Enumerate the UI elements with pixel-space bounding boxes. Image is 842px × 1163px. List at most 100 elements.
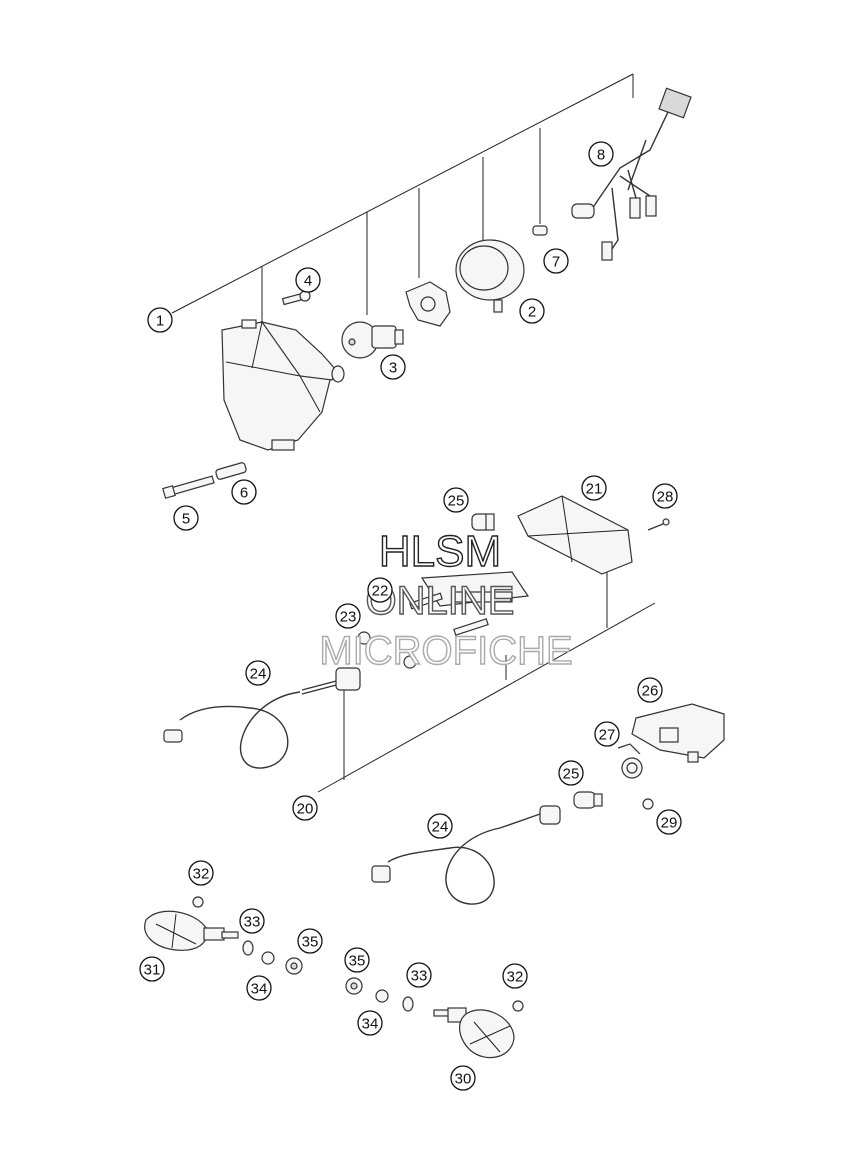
- screw-32b: [512, 1000, 524, 1012]
- callout-number: 5: [182, 511, 190, 528]
- callout-circle: [147, 307, 173, 333]
- tail-light-bracket: [409, 571, 530, 636]
- callout-number: 3: [389, 360, 397, 377]
- callout-number: 23: [340, 609, 357, 626]
- lamp-holder-27: [617, 743, 643, 779]
- callout-c25b: 25: [558, 760, 584, 786]
- bulb-25b: [573, 791, 603, 809]
- screw-32a: [192, 896, 204, 908]
- callout-c26: 26: [637, 677, 663, 703]
- callout-c33b: 33: [406, 962, 432, 988]
- parking-bulb: [532, 225, 548, 236]
- nut-23: [357, 631, 417, 669]
- cotter-pin: [647, 518, 670, 531]
- callout-circle: [239, 908, 265, 934]
- watermark-line-1: HLSM: [379, 527, 501, 576]
- bulb-retainer: [405, 281, 451, 327]
- callout-circle: [139, 956, 165, 982]
- callout-circle: [652, 483, 678, 509]
- callout-number: 34: [362, 1016, 379, 1033]
- callout-circle: [380, 354, 406, 380]
- callout-labels: 1234567820212223242425252627282930313232…: [139, 141, 682, 1091]
- callout-circle: [335, 603, 361, 629]
- callout-number: 29: [661, 815, 678, 832]
- callout-c5: 5: [173, 505, 199, 531]
- callout-c2: 2: [519, 298, 545, 324]
- callout-c35b: 35: [344, 947, 370, 973]
- callout-c35a: 35: [297, 928, 323, 954]
- callout-number: 34: [251, 981, 268, 998]
- callout-number: 32: [193, 866, 210, 883]
- callout-number: 35: [349, 953, 366, 970]
- callout-circle: [231, 479, 257, 505]
- callout-number: 33: [411, 968, 428, 985]
- callout-c30: 30: [450, 1065, 476, 1091]
- callout-number: 25: [563, 766, 580, 783]
- spacer-6: [215, 462, 247, 480]
- callout-circle: [558, 760, 584, 786]
- callout-number: 30: [455, 1071, 472, 1088]
- callout-number: 6: [240, 485, 248, 502]
- callout-number: 25: [448, 493, 465, 510]
- washers-left: [242, 940, 303, 975]
- bolt-5: [162, 475, 215, 499]
- callout-circle: [173, 505, 199, 531]
- callout-c25a: 25: [443, 487, 469, 513]
- callout-circle: [357, 1010, 383, 1036]
- callout-circle: [367, 577, 393, 603]
- watermark-line-3: MICROFICHE: [319, 629, 572, 673]
- callout-number: 24: [250, 666, 267, 683]
- screw-29: [642, 798, 654, 810]
- callout-circle: [502, 963, 528, 989]
- callout-c34a: 34: [246, 975, 272, 1001]
- callout-c31: 31: [139, 956, 165, 982]
- callout-circle: [292, 795, 318, 821]
- callout-c28: 28: [652, 483, 678, 509]
- wiring-harness: [571, 87, 692, 261]
- turn-signal-left: [144, 910, 239, 951]
- washers-right: [345, 977, 414, 1012]
- callout-c24b: 24: [427, 813, 453, 839]
- callout-circle: [594, 721, 620, 747]
- callout-number: 4: [304, 273, 312, 290]
- callout-circle: [637, 677, 663, 703]
- tail-wire-socket: [163, 667, 361, 769]
- callout-c24a: 24: [245, 660, 271, 686]
- headlight-bulb: [341, 321, 404, 359]
- callout-number: 26: [642, 683, 659, 700]
- callout-c20: 20: [292, 795, 318, 821]
- position-light-lens: [631, 703, 725, 763]
- position-wire-socket: [371, 805, 561, 905]
- callout-circle: [427, 813, 453, 839]
- callout-number: 20: [297, 801, 314, 818]
- callout-c3: 3: [380, 354, 406, 380]
- callout-number: 35: [302, 934, 319, 951]
- watermark: HLSM ONLINE MICROFICHE: [319, 526, 574, 673]
- callout-c33a: 33: [239, 908, 265, 934]
- tail-light-bulb: [471, 513, 495, 531]
- callout-circle: [406, 962, 432, 988]
- callout-number: 33: [244, 914, 261, 931]
- callout-number: 31: [144, 962, 161, 979]
- callout-c1: 1: [147, 307, 173, 333]
- callout-circle: [443, 487, 469, 513]
- callout-number: 22: [372, 583, 389, 600]
- callout-number: 2: [528, 304, 536, 321]
- callout-number: 1: [156, 313, 164, 330]
- callout-c6: 6: [231, 479, 257, 505]
- callout-circle: [188, 860, 214, 886]
- callout-number: 27: [599, 727, 616, 744]
- screw-4: [281, 290, 311, 306]
- callout-circle: [581, 475, 607, 501]
- callout-c4: 4: [295, 267, 321, 293]
- callout-number: 21: [586, 481, 603, 498]
- callout-c34b: 34: [357, 1010, 383, 1036]
- callout-c7: 7: [543, 248, 569, 274]
- callout-circle: [519, 298, 545, 324]
- callout-circle: [344, 947, 370, 973]
- callout-circle: [297, 928, 323, 954]
- callout-number: 7: [552, 254, 560, 271]
- callout-circle: [245, 660, 271, 686]
- callout-c23: 23: [335, 603, 361, 629]
